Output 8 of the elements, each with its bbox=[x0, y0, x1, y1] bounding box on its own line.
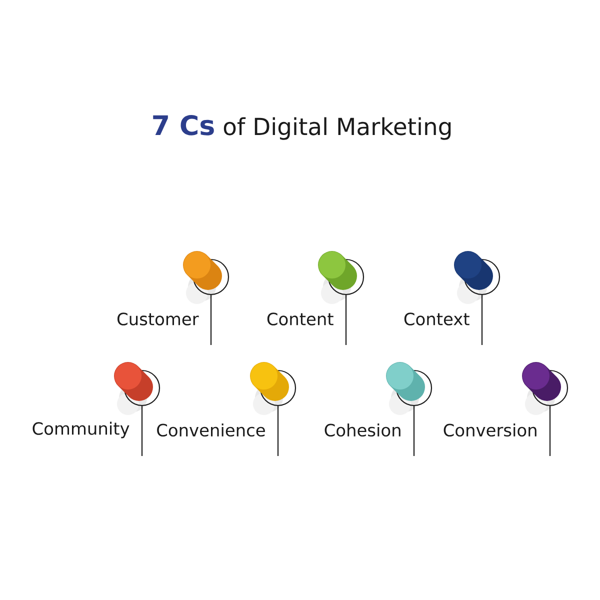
pin-label: Content bbox=[267, 312, 334, 326]
pin-label: Convenience bbox=[157, 423, 265, 437]
pin-label: Conversion bbox=[444, 423, 536, 437]
pin-label: Community bbox=[32, 422, 130, 438]
pin-label: Cohesion bbox=[324, 423, 400, 437]
pin-label: Customer bbox=[117, 312, 199, 326]
title: 7 Cs of Digital Marketing bbox=[153, 115, 451, 140]
pin-label: Context bbox=[404, 312, 470, 326]
